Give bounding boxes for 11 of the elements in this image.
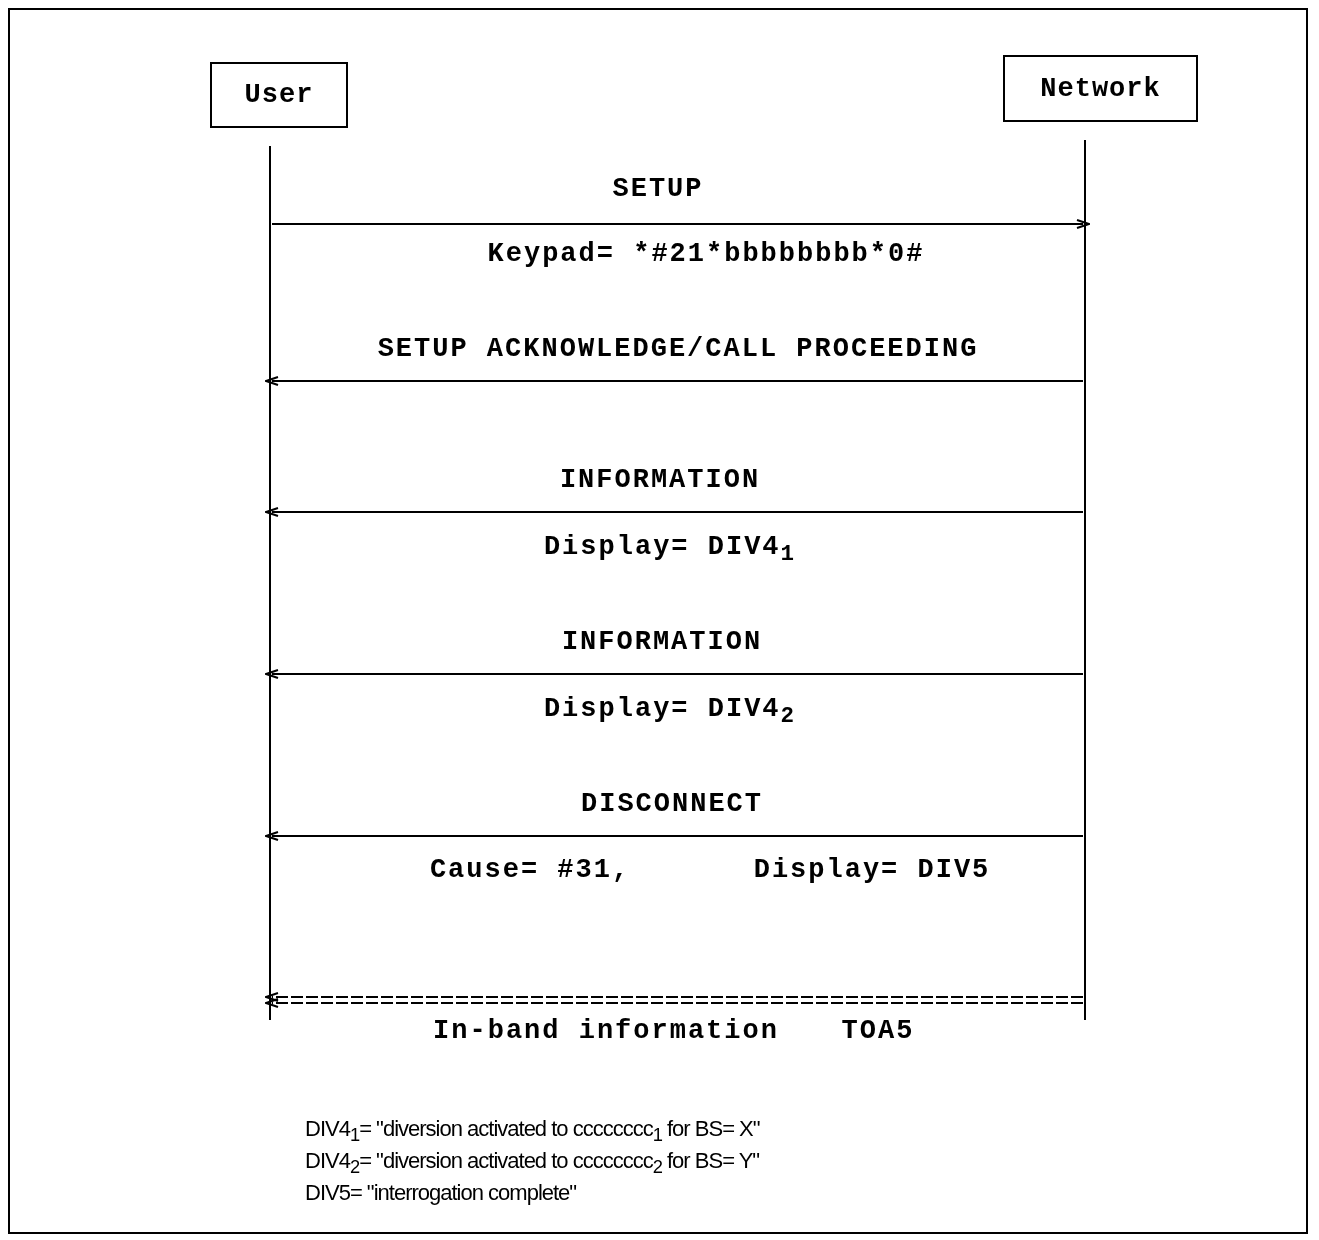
message-arrow — [265, 669, 1084, 679]
footnote: DIV4$_{1}$= "diversion activated to cccccccc$_{1}$ for BS= X" — [305, 1118, 760, 1145]
footnote: DIV4$_{2}$= "diversion activated to cccccccc$_{2}$ for BS= Y" — [305, 1150, 760, 1177]
message-arrow — [265, 507, 1084, 517]
participant-box: Network — [1003, 55, 1198, 122]
participant-box: User — [210, 62, 348, 128]
message-arrow — [271, 219, 1090, 229]
message-arrow — [265, 376, 1084, 386]
message-arrow — [265, 831, 1084, 841]
footnote: DIV5= "interrogation complete" — [305, 1182, 577, 1204]
in-band-arrow — [265, 992, 1084, 1008]
